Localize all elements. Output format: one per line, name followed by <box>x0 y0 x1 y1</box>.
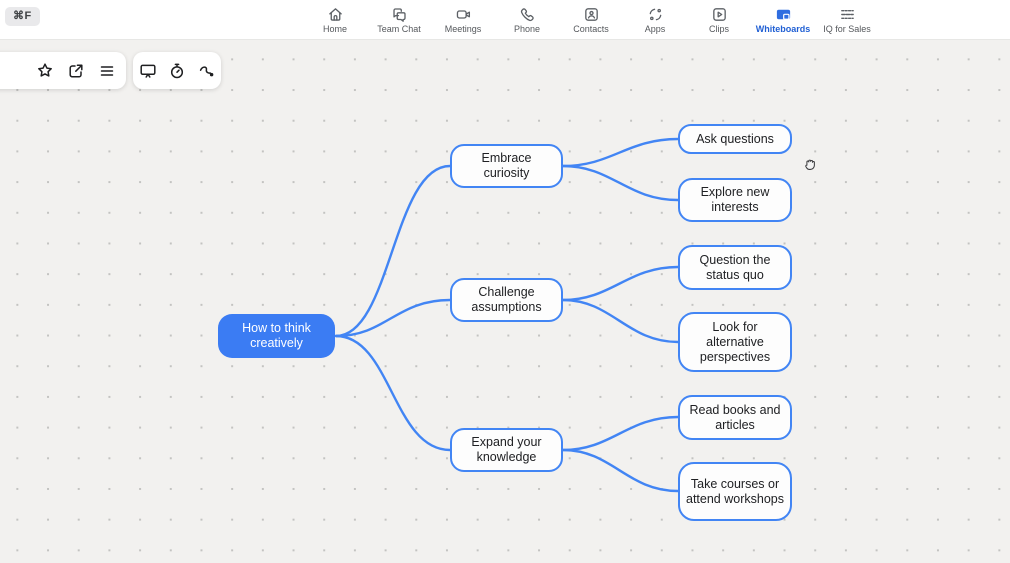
nav-label: Whiteboards <box>755 23 811 34</box>
report-rows-icon <box>839 7 856 23</box>
mindmap-leaf-node[interactable]: Explore new interests <box>678 178 792 222</box>
mindmap-leaf-node[interactable]: Read books and articles <box>678 395 792 440</box>
whiteboard-canvas[interactable]: How to think creatively Embrace curiosit… <box>0 40 1010 563</box>
nav-label: Contacts <box>573 23 609 34</box>
share-export-icon <box>68 63 83 78</box>
nav-item-iq-for-sales[interactable]: IQ for Sales <box>815 0 879 40</box>
nav-item-whiteboards[interactable]: Whiteboards <box>751 0 815 40</box>
board-actions-toolbar <box>0 52 126 89</box>
nav-label: Phone <box>513 23 541 34</box>
mindmap-branch-node[interactable]: Expand your knowledge <box>450 428 563 472</box>
share-export-button[interactable] <box>62 57 89 84</box>
mindmap-root-node[interactable]: How to think creatively <box>218 314 335 358</box>
nav-item-team-chat[interactable]: Team Chat <box>367 0 431 40</box>
apps-circle-icon <box>647 7 664 23</box>
nav-label: IQ for Sales <box>823 23 871 34</box>
mindmap-branch-node[interactable]: Embrace curiosity <box>450 144 563 188</box>
play-square-icon <box>711 7 728 23</box>
timer-button[interactable] <box>164 57 191 84</box>
nav-item-home[interactable]: Home <box>303 0 367 40</box>
nav-item-meetings[interactable]: Meetings <box>431 0 495 40</box>
keyboard-shortcut-badge: ⌘F <box>5 7 40 26</box>
mindmap-branch-node[interactable]: Challenge assumptions <box>450 278 563 322</box>
home-icon <box>327 7 344 23</box>
nav-label: Meetings <box>444 23 482 34</box>
nav-label: Team Chat <box>377 23 421 34</box>
chat-bubbles-icon <box>391 7 408 23</box>
whiteboard-icon <box>775 7 792 23</box>
menu-icon <box>100 65 113 76</box>
mindmap-leaf-node[interactable]: Look for alternative perspectives <box>678 312 792 372</box>
phone-handset-icon <box>519 7 536 23</box>
mindmap-leaf-node[interactable]: Take courses or attend workshops <box>678 462 792 521</box>
timer-icon <box>170 63 184 78</box>
top-navigation-bar: ⌘F Home Team Chat <box>0 0 1010 40</box>
nav-label: Home <box>322 23 347 34</box>
star-icon <box>37 62 52 77</box>
nav-label: Apps <box>644 23 666 34</box>
hand-cursor <box>802 155 819 177</box>
star-favorite-button[interactable] <box>31 57 58 84</box>
nav-item-phone[interactable]: Phone <box>495 0 559 40</box>
laser-pointer-button[interactable] <box>193 57 220 84</box>
nav-label: Clips <box>708 23 729 34</box>
nav-items: Home Team Chat Meetings <box>303 0 879 40</box>
mindmap-connectors <box>334 137 680 493</box>
present-screen-button[interactable] <box>135 57 162 84</box>
nav-item-contacts[interactable]: Contacts <box>559 0 623 40</box>
mindmap-leaf-node[interactable]: Question the status quo <box>678 245 792 290</box>
laser-pointer-icon <box>199 65 214 76</box>
mindmap-leaf-node[interactable]: Ask questions <box>678 124 792 154</box>
video-camera-icon <box>455 7 472 23</box>
nav-item-clips[interactable]: Clips <box>687 0 751 40</box>
nav-item-apps[interactable]: Apps <box>623 0 687 40</box>
menu-button[interactable] <box>93 57 120 84</box>
presentation-tools-toolbar <box>133 52 221 89</box>
person-card-icon <box>583 7 600 23</box>
present-screen-icon <box>140 64 156 78</box>
